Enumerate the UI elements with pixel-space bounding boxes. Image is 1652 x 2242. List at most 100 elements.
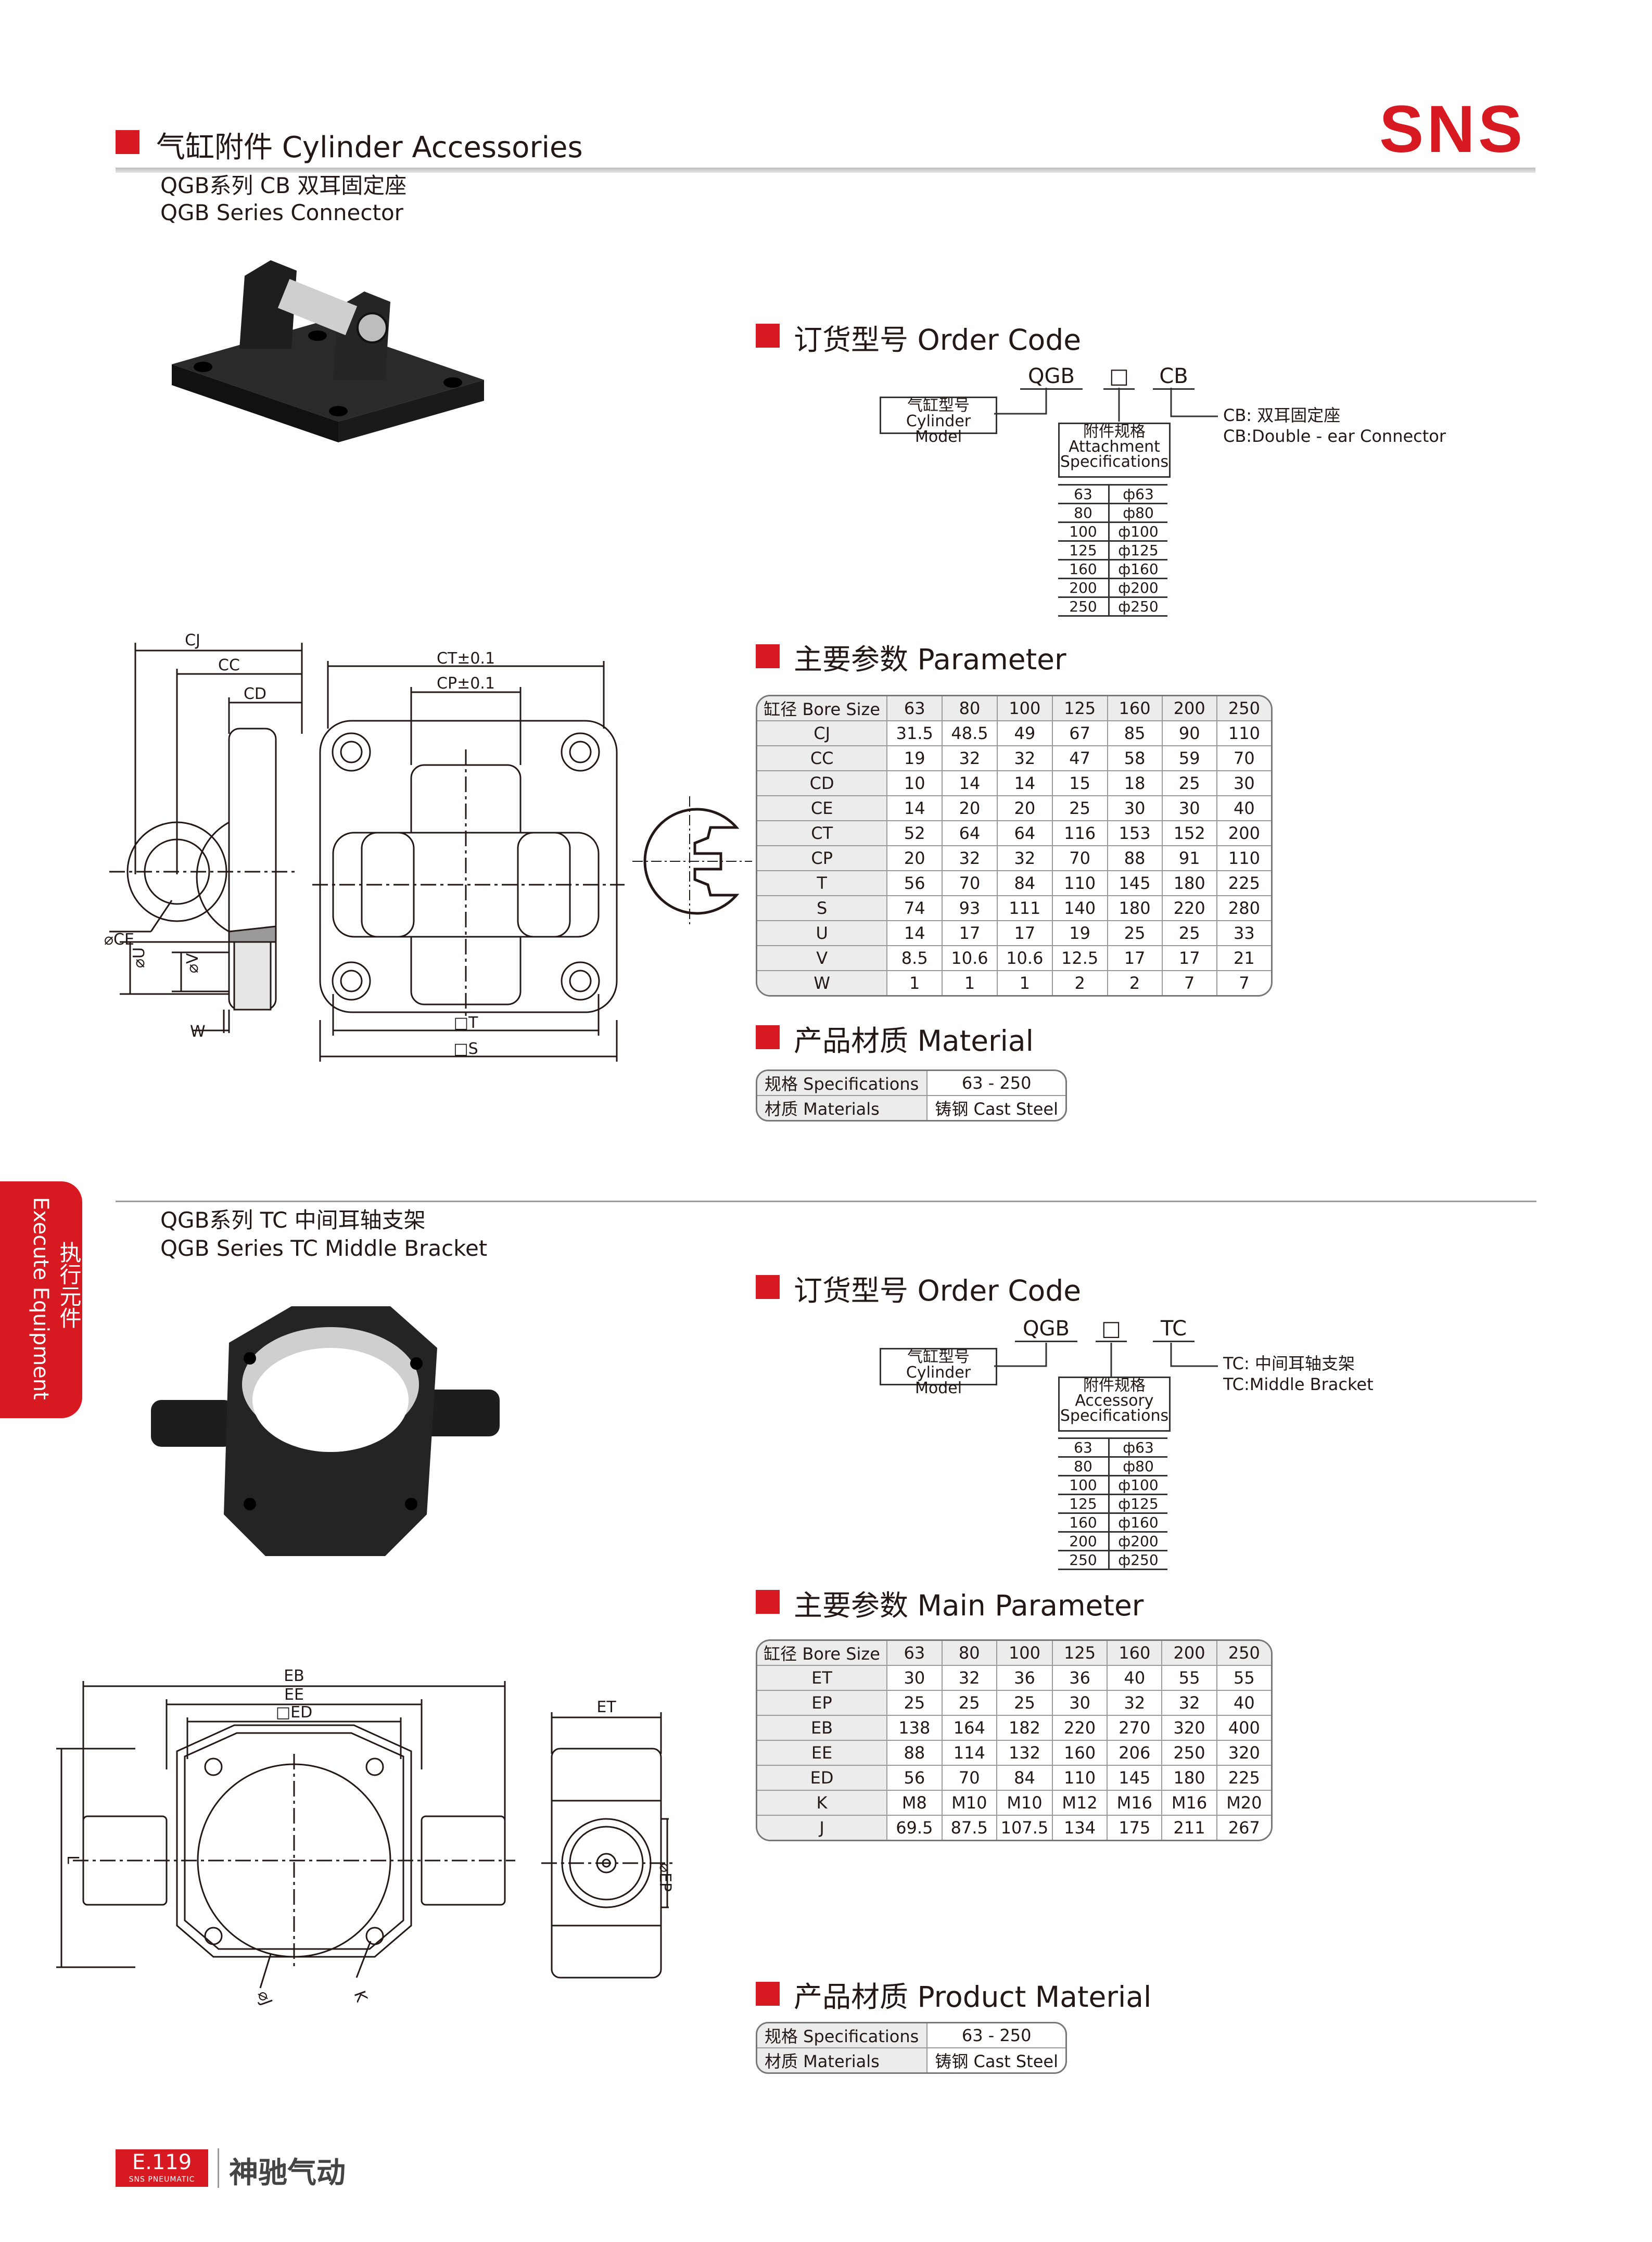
table-cell: 21 xyxy=(1217,946,1271,971)
section2-order-code-qgb: QGB xyxy=(1015,1317,1077,1342)
spec-code: 125 xyxy=(1058,542,1110,559)
table-cell: 19 xyxy=(887,746,943,771)
dim-ep: ⌀EP xyxy=(656,1863,674,1892)
table-cell: 138 xyxy=(887,1716,943,1741)
table-header-cell: 160 xyxy=(1108,1641,1163,1666)
table-cell: 30 xyxy=(887,1666,943,1691)
dim-cd: CD xyxy=(244,685,266,703)
spec-code: 200 xyxy=(1058,579,1110,596)
table-cell: 84 xyxy=(997,871,1053,896)
table-cell: 25 xyxy=(997,1691,1053,1716)
table-cell: 18 xyxy=(1108,771,1163,796)
table-cell: 59 xyxy=(1162,746,1217,771)
section1-subtitle-cn: QGB系列 CB 双耳固定座 xyxy=(160,173,407,198)
dim-l: L xyxy=(63,1855,82,1864)
table-cell: 7 xyxy=(1239,973,1250,993)
spec-code: 250 xyxy=(1058,598,1110,615)
section1-order-code-cb: CB xyxy=(1153,364,1194,390)
table-cell: 10 xyxy=(887,771,943,796)
table-cell: 67 xyxy=(1052,721,1108,746)
row-label: V xyxy=(757,946,888,971)
section1-model-en: Cylinder Model xyxy=(906,412,971,446)
spec-code: 160 xyxy=(1058,1514,1110,1531)
table-cell: 64 xyxy=(943,821,998,846)
row-label: CE xyxy=(757,796,888,821)
spec-diameter: ф80 xyxy=(1123,1458,1154,1475)
table-cell: 12.5 xyxy=(1052,946,1108,971)
section2-order-marker xyxy=(756,1275,780,1299)
table-cell: 32 xyxy=(1108,1691,1163,1716)
table-cell: 40 xyxy=(1217,1691,1271,1716)
table-header-cell: 250 xyxy=(1217,696,1271,721)
table-cell: 47 xyxy=(1052,746,1108,771)
header-marker xyxy=(116,130,139,154)
spec-code: 80 xyxy=(1058,504,1110,521)
tc-side-view-drawing: ET ⌀EP xyxy=(541,1698,677,1979)
spec-code: 63 xyxy=(1058,1439,1110,1456)
section1-spec-en1: Attachment xyxy=(1069,438,1160,456)
cb-connector-product-image xyxy=(172,260,484,442)
table-cell: 152 xyxy=(1162,821,1217,846)
section2-spec-cn: 附件规格 xyxy=(1083,1377,1146,1395)
spec-row: 125 ф125 xyxy=(1058,542,1167,560)
spec-diameter: ф125 xyxy=(1118,542,1159,559)
row-label: CC xyxy=(757,746,888,771)
section2-order-title: 订货型号 Order Code xyxy=(794,1274,1082,1307)
dim-v: ⌀V xyxy=(184,953,202,973)
page-number: E.119 xyxy=(132,2150,192,2174)
table-cell: 140 xyxy=(1052,896,1108,921)
spec-code: 250 xyxy=(1058,1551,1110,1569)
table-cell: 320 xyxy=(1162,1716,1217,1741)
table-cell: 32 xyxy=(997,746,1053,771)
table-cell: 25 xyxy=(1162,921,1217,946)
material-label: 材质 Materials xyxy=(757,2048,928,2072)
table-cell: 32 xyxy=(943,846,998,871)
table-cell: 14 xyxy=(887,796,943,821)
row-label: ET xyxy=(757,1666,888,1691)
table-cell: 116 xyxy=(1052,821,1108,846)
table-cell: 134 xyxy=(1053,1816,1108,1840)
table-cell: 110 xyxy=(1217,846,1271,871)
header-rule xyxy=(116,168,1535,173)
table-cell: 15 xyxy=(1052,771,1108,796)
table-cell: 84 xyxy=(997,1766,1053,1791)
table-cell: 164 xyxy=(942,1716,998,1741)
row-label: J xyxy=(757,1816,888,1840)
spec-diameter: ф100 xyxy=(1118,523,1159,540)
table-cell: 111 xyxy=(997,896,1053,921)
table-header-cell: 100 xyxy=(997,696,1053,721)
table-cell: 32 xyxy=(1162,1691,1217,1716)
section1-order-marker xyxy=(756,324,780,348)
dim-t: □T xyxy=(454,1014,478,1032)
row-label: T xyxy=(757,871,888,896)
dim-ce: ⌀CE xyxy=(104,931,134,949)
table-cell: 180 xyxy=(1108,896,1163,921)
table-header-cell: 80 xyxy=(943,696,998,721)
table-cell: 267 xyxy=(1228,1818,1260,1838)
table-cell: 180 xyxy=(1162,871,1217,896)
table-cell: 30 xyxy=(1217,771,1271,796)
table-cell: 30 xyxy=(1052,1691,1108,1716)
table-cell: 49 xyxy=(997,721,1053,746)
section2-note-cn: TC: 中间耳轴支架 xyxy=(1223,1354,1355,1373)
table-cell: 270 xyxy=(1108,1716,1163,1741)
section1-material-marker xyxy=(756,1025,780,1049)
table-cell: 14 xyxy=(943,771,998,796)
table-cell: M12 xyxy=(1052,1791,1108,1816)
table-cell: 32 xyxy=(943,746,998,771)
table-cell: 20 xyxy=(887,846,943,871)
row-label: S xyxy=(757,896,888,921)
table-cell: 70 xyxy=(943,871,998,896)
table-cell: M10 xyxy=(942,1791,998,1816)
